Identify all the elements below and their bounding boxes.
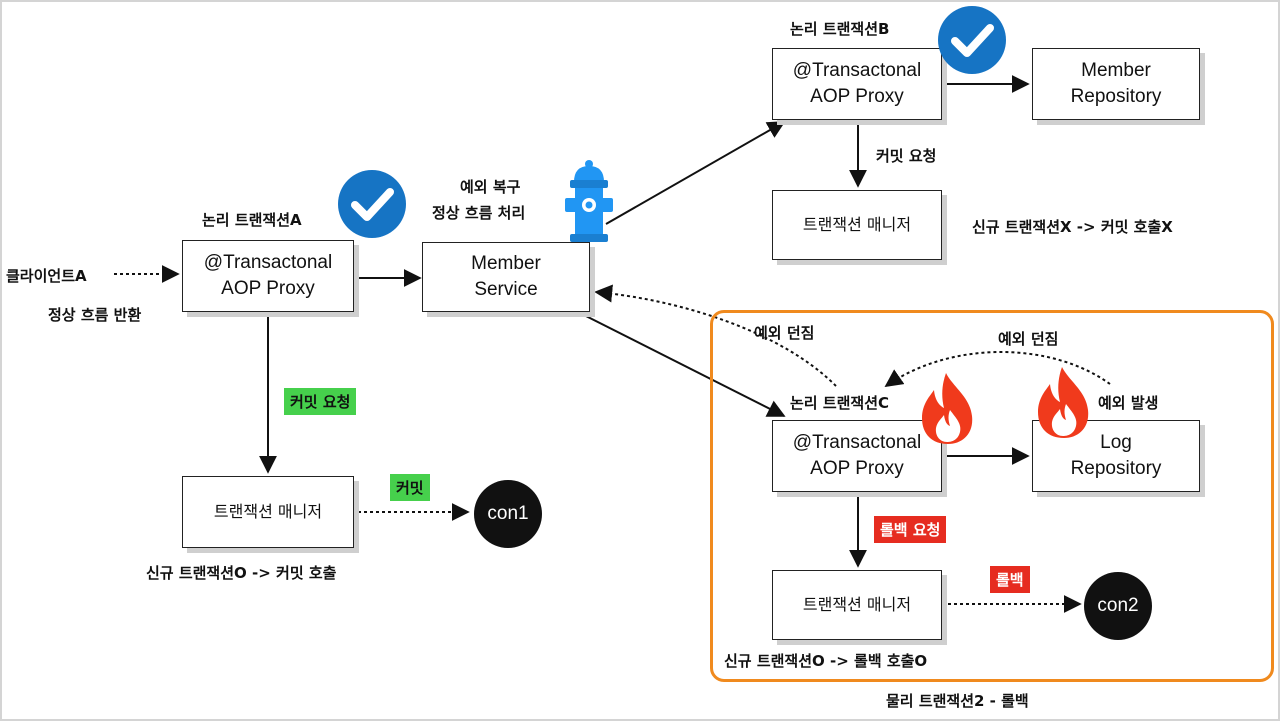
new-transaction-o-rollback-label: 신규 트랜잭션O -> 롤백 호출O xyxy=(724,652,928,670)
log-repository-line2: Repository xyxy=(1070,458,1162,479)
fire-hydrant-icon xyxy=(565,160,613,242)
fire-icon xyxy=(1038,367,1089,438)
proxy-c-line2: AOP Proxy xyxy=(810,458,904,479)
member-service-box[interactable]: Member Service xyxy=(422,242,590,312)
member-repository-line1: Member xyxy=(1081,60,1151,81)
tm-b-label: 트랜잭션 매니저 xyxy=(802,215,912,234)
proxy-c-box[interactable]: @Transactonal AOP Proxy xyxy=(772,420,942,492)
throw-exception-right-label: 예외 던짐 xyxy=(998,330,1059,348)
commit-tag: 커밋 xyxy=(390,474,430,501)
edge-proxy-c-to-member-service xyxy=(594,284,837,387)
proxy-b-line1: @Transactonal xyxy=(792,60,922,81)
throw-exception-left-label: 예외 던짐 xyxy=(754,324,815,342)
con1-node[interactable]: con1 xyxy=(474,480,542,548)
tm-c-label: 트랜잭션 매니저 xyxy=(802,595,912,614)
member-repository-box[interactable]: Member Repository xyxy=(1032,48,1200,120)
member-service-line2: Service xyxy=(474,279,538,300)
commit-request-a-tag: 커밋 요청 xyxy=(284,388,357,415)
physical-transaction-2-group xyxy=(710,310,1274,682)
con2-label: con2 xyxy=(1097,595,1139,616)
log-repository-box[interactable]: Log Repository xyxy=(1032,420,1200,492)
proxy-b-line2: AOP Proxy xyxy=(810,86,904,107)
logical-transaction-c-label: 논리 트랜잭션C xyxy=(790,394,890,412)
physical-transaction-2-label: 물리 트랜잭션2 - 롤백 xyxy=(886,692,1029,710)
edge-member-service-to-proxy-c xyxy=(577,311,786,417)
proxy-a-box[interactable]: @Transactonal AOP Proxy xyxy=(182,240,354,312)
rollback-request-tag: 롤백 요청 xyxy=(874,516,947,543)
logical-transaction-b-label: 논리 트랜잭션B xyxy=(790,20,890,38)
edge-member-service-to-proxy-b xyxy=(605,121,786,225)
logical-transaction-a-label: 논리 트랜잭션A xyxy=(202,211,302,229)
proxy-a-line2: AOP Proxy xyxy=(221,278,315,299)
con2-node[interactable]: con2 xyxy=(1084,572,1152,640)
tm-a-label: 트랜잭션 매니저 xyxy=(213,502,323,521)
transaction-manager-b-box[interactable]: 트랜잭션 매니저 xyxy=(772,190,942,260)
client-a-label: 클라이언트A xyxy=(6,267,87,285)
recover-line1-label: 예외 복구 xyxy=(460,178,521,196)
check-circle-icon xyxy=(338,170,406,238)
log-repository-line1: Log xyxy=(1100,432,1132,453)
rollback-tag: 롤백 xyxy=(990,566,1030,593)
recover-line2-label: 정상 흐름 처리 xyxy=(432,204,526,222)
exception-occur-label: 예외 발생 xyxy=(1098,394,1159,412)
new-transaction-x-label: 신규 트랜잭션X -> 커밋 호출X xyxy=(972,218,1173,236)
member-repository-line2: Repository xyxy=(1070,86,1162,107)
transaction-manager-a-box[interactable]: 트랜잭션 매니저 xyxy=(182,476,354,548)
normal-return-label: 정상 흐름 반환 xyxy=(48,306,142,324)
con1-label: con1 xyxy=(487,503,529,524)
proxy-a-line1: @Transactonal xyxy=(203,252,333,273)
edge-log-repository-to-proxy-c xyxy=(884,351,1111,388)
fire-icon xyxy=(922,373,973,444)
proxy-b-box[interactable]: @Transactonal AOP Proxy xyxy=(772,48,942,120)
transaction-manager-c-box[interactable]: 트랜잭션 매니저 xyxy=(772,570,942,640)
proxy-c-line1: @Transactonal xyxy=(792,432,922,453)
commit-request-b-label: 커밋 요청 xyxy=(876,147,937,165)
new-transaction-o-commit-label: 신규 트랜잭션O -> 커밋 호출 xyxy=(146,564,337,582)
member-service-line1: Member xyxy=(471,253,541,274)
check-circle-icon xyxy=(938,6,1006,74)
